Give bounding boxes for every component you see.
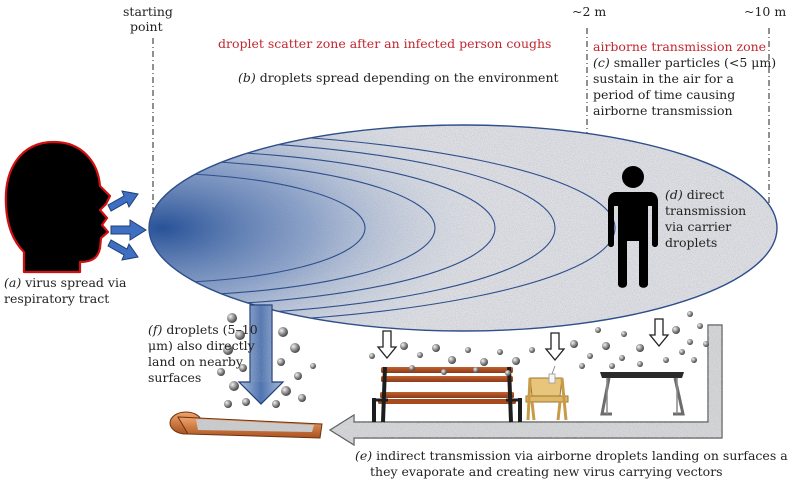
- droplet-particle: [278, 327, 288, 337]
- droplet-particle: [409, 365, 415, 371]
- droplet-particle: [310, 363, 316, 369]
- falling-arrows: [376, 318, 670, 362]
- label-a-line1: (a) virus spread via: [4, 275, 127, 290]
- droplet-particle: [281, 386, 291, 396]
- starting-point-label-line2: point: [130, 19, 163, 34]
- droplet-particle: [465, 347, 471, 353]
- droplet-particle: [480, 358, 488, 366]
- person-silhouette-icon: [608, 166, 658, 288]
- droplet-particle: [294, 372, 302, 380]
- droplet-particle: [687, 339, 693, 345]
- droplet-particle: [227, 313, 237, 323]
- droplet-particle: [505, 370, 511, 376]
- droplet-particle: [621, 331, 627, 337]
- scatter-zone-label: droplet scatter zone after an infected p…: [218, 36, 552, 51]
- droplet-particle: [290, 343, 300, 353]
- droplet-particle: [432, 344, 440, 352]
- droplet-particle: [242, 398, 250, 406]
- droplet-particle: [448, 356, 456, 364]
- label-f-line3: land on nearby: [148, 354, 243, 369]
- droplet-particle: [272, 400, 280, 408]
- droplet-particle: [277, 358, 285, 366]
- cough-arrows-icon: [107, 190, 147, 261]
- droplet-particle: [473, 367, 479, 373]
- droplet-particle: [229, 381, 239, 391]
- door-handle-icon: [169, 411, 323, 439]
- label-a-line2: respiratory tract: [4, 291, 110, 306]
- airborne-zone-label: airborne transmission zone: [593, 39, 767, 54]
- label-d-line2: transmission: [665, 203, 747, 218]
- label-d-line4: droplets: [665, 235, 718, 250]
- label-c-line4: airborne transmission: [593, 103, 733, 118]
- droplet-particle: [672, 326, 680, 334]
- direct-landing-arrow: [237, 304, 285, 405]
- droplet-particle: [239, 364, 247, 372]
- droplet-particle: [637, 361, 643, 367]
- droplet-particle: [587, 353, 593, 359]
- wooden-chair-icon: [525, 365, 569, 421]
- label-e-line1: (e) indirect transmission via airborne d…: [355, 448, 788, 463]
- droplet-particle: [697, 323, 703, 329]
- table-icon: [600, 372, 685, 416]
- droplet-particle: [602, 342, 610, 350]
- droplet-particle: [417, 352, 423, 358]
- droplet-particle: [400, 342, 408, 350]
- label-f-line2: μm) also directly: [148, 338, 255, 353]
- droplet-particle: [223, 345, 233, 355]
- droplet-particles: [217, 311, 709, 408]
- droplet-particle: [497, 349, 503, 355]
- droplet-particle: [570, 340, 578, 348]
- park-bench-icon: [372, 366, 522, 423]
- label-c-line1: (c) smaller particles (<5 μm): [593, 55, 777, 70]
- label-d-line1: (d) direct: [665, 187, 725, 202]
- droplet-particle: [595, 327, 601, 333]
- droplet-particle: [703, 341, 709, 347]
- droplet-particle: [217, 368, 225, 376]
- label-d-line3: via carrier: [665, 219, 732, 234]
- label-e-line2: they evaporate and creating new virus ca…: [370, 464, 723, 479]
- label-c-line3: period of time causing: [593, 87, 736, 102]
- droplet-particle: [579, 363, 585, 369]
- droplet-particle: [679, 349, 685, 355]
- droplet-particle: [441, 369, 447, 375]
- surface-floor-arrow: [328, 324, 723, 447]
- droplet-particle: [224, 400, 232, 408]
- droplet-particle: [636, 344, 644, 352]
- droplet-particle: [691, 357, 697, 363]
- label-f-line1: (f) droplets (5–10: [148, 322, 258, 337]
- cup-icon: [548, 373, 556, 384]
- droplet-particle: [663, 357, 669, 363]
- head-silhouette-icon: [4, 140, 112, 274]
- droplet-particle: [619, 355, 625, 361]
- droplet-particle: [609, 363, 615, 369]
- label-f-line4: surfaces: [148, 370, 202, 385]
- two-meter-label: ~2 m: [572, 4, 607, 19]
- droplet-particle: [529, 347, 535, 353]
- label-b: (b) droplets spread depending on the env…: [238, 70, 559, 85]
- droplet-particle: [512, 357, 520, 365]
- ten-meter-label: ~10 m: [744, 4, 787, 19]
- label-c-line2: sustain in the air for a: [593, 71, 734, 86]
- droplet-particle: [298, 394, 306, 402]
- starting-point-label-line1: starting: [123, 4, 173, 19]
- droplet-particle: [235, 330, 245, 340]
- droplet-particle: [687, 311, 693, 317]
- droplet-particle: [369, 353, 375, 359]
